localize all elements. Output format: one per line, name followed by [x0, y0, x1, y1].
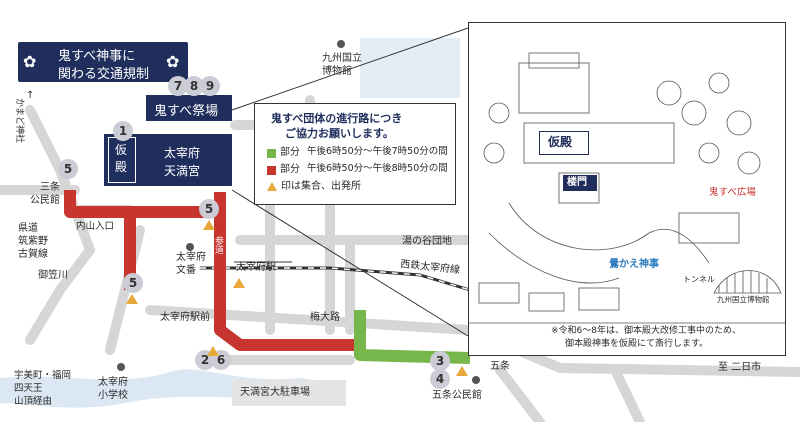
parking-label: 天満宮大駐車場: [240, 387, 310, 398]
inset-karidono-box: 仮殿: [539, 131, 589, 155]
marker-3: 3: [430, 351, 450, 371]
school-label-1: 太宰府: [98, 377, 128, 388]
inset-note-2: 御本殿神事を仮殿にて斎行します。: [565, 339, 709, 349]
title-line-2: 関わる交通規制: [58, 67, 150, 82]
venue-label: 鬼すべ祭場: [154, 104, 219, 119]
venue-box: 鬼すべ祭場: [146, 95, 232, 121]
legend-swatch-green: [267, 149, 276, 158]
umi-label-1: 宇美町・福岡: [14, 370, 72, 381]
museum-label-1: 九州国立: [322, 53, 362, 64]
notice-box: 鬼すべ団体の進行路につき ご協力お願いします。 部分 午後6時50分～午後7時5…: [254, 103, 456, 205]
nikaichi-label: 至 二日市: [718, 362, 762, 373]
kamado-label: かまど神社: [14, 98, 24, 144]
marker-5: 5: [58, 159, 78, 179]
triangle-icon: [456, 366, 468, 376]
bunban-label-2: 文番: [176, 265, 196, 276]
triangle-icon: [207, 346, 219, 356]
notice-line-1: 鬼すべ団体の進行路につき: [271, 112, 403, 125]
parking-box: 天満宮大駐車場: [232, 380, 346, 406]
inset-map: 仮殿 楼門 鬼すべ広場 鷽かえ神事 トンネル 九州国立博物館 ※令和6～8年は、…: [468, 22, 786, 356]
kamado-arrow: ↑: [26, 90, 35, 101]
shrine-name-2: 天満宮: [164, 164, 201, 178]
umi-label-3: 山頂経由: [14, 396, 53, 407]
station-label: 太宰府駅: [236, 262, 276, 273]
yunotani-label: 湯の谷団地: [402, 236, 452, 247]
school-pin: [117, 363, 125, 371]
umeomichi-label: 梅大路: [310, 312, 340, 323]
legend-part: 部分: [280, 164, 300, 175]
inset-illustration: [469, 52, 785, 324]
sanjo-label-2: 公民館: [30, 195, 60, 206]
inset-onisube-hiroba: 鬼すべ広場: [709, 187, 756, 198]
triangle-icon: [233, 278, 245, 288]
bunban-label-1: 太宰府: [176, 252, 206, 263]
inset-museum: 九州国立博物館: [717, 295, 770, 304]
notice-line-2: ご協力お願いします。: [285, 127, 394, 140]
marker-5: 5: [199, 199, 219, 219]
legend-swatch-red: [267, 166, 276, 175]
museum-label-2: 博物館: [322, 66, 352, 77]
kendo-label-3: 古賀線: [18, 249, 48, 260]
museum-pin: [337, 40, 345, 48]
gojo-hall-label: 五条公民館: [432, 390, 482, 401]
inset-usokae: 鷽かえ神事: [609, 259, 659, 270]
triangle-icon: [203, 220, 215, 230]
sakura-icon: ✿: [23, 52, 37, 71]
station-front-label: 太宰府駅前: [160, 312, 210, 323]
police-pin: [186, 243, 194, 251]
sakura-icon: ✿: [166, 52, 180, 71]
triangle-icon: [267, 182, 277, 191]
inset-roumon-box: 楼門: [563, 175, 597, 191]
uchiyama-label: 内山入口: [76, 221, 115, 232]
sanjo-label-1: 三条: [40, 182, 60, 193]
marker-8: 8: [184, 76, 204, 96]
inset-karidono-label: 仮殿: [548, 135, 573, 149]
umi-label-2: 四天王: [14, 383, 43, 394]
sando-label: 参道: [214, 237, 224, 257]
marker-7: 7: [168, 76, 188, 96]
triangle-icon: [126, 294, 138, 304]
title-box: ✿ ✿ 鬼すべ神事に 関わる交通規制: [18, 42, 188, 82]
legend-text: 午後6時50分～午後7時50分の間: [307, 146, 448, 157]
shrine-block: 仮殿 太宰府 天満宮: [104, 134, 232, 186]
kendo-label-1: 県道: [18, 223, 38, 234]
marker-5: 5: [123, 273, 143, 293]
karidono-label: 仮殿: [115, 143, 128, 174]
legend-part: 部分: [280, 147, 300, 158]
shrine-name-1: 太宰府: [164, 146, 201, 160]
gojo-label: 五条: [490, 361, 510, 372]
marker-9: 9: [200, 76, 220, 96]
marker-4: 4: [430, 369, 450, 389]
inset-tunnel: トンネル: [683, 275, 715, 284]
kendo-label-2: 筑紫野: [18, 236, 48, 247]
mikasa-label: 御笠川: [38, 270, 68, 281]
legend-text: 印は集合、出発所: [281, 181, 361, 192]
gojo-hall-pin: [472, 376, 480, 384]
legend-text: 午後6時50分～午後8時50分の間: [307, 163, 448, 174]
inset-note-1: ※令和6～8年は、御本殿大改修工事中のため、: [551, 326, 741, 336]
title-line-1: 鬼すべ神事に: [58, 49, 136, 64]
inset-roumon-label: 楼門: [567, 177, 587, 188]
school-label-2: 小学校: [98, 390, 128, 401]
marker-1: 1: [113, 121, 133, 141]
